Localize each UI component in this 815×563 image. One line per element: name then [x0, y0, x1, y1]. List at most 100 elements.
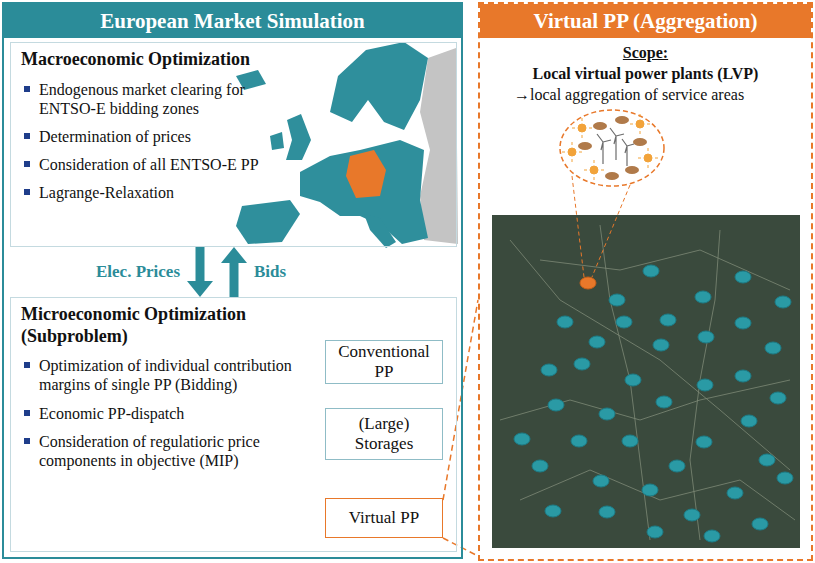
- service-area-dot: [643, 265, 659, 277]
- sun-icon: [578, 124, 586, 132]
- sun-icon: [590, 166, 598, 174]
- map-uk: [286, 114, 311, 160]
- service-area-dots: [514, 265, 793, 542]
- service-area-dot: [599, 408, 615, 420]
- map-iberia: [236, 200, 300, 244]
- bullet-item: Consideration of regulatioric price comp…: [21, 432, 319, 470]
- service-area-ellipse: [560, 110, 664, 186]
- road-line: [500, 380, 790, 420]
- service-area-dot: [571, 435, 587, 447]
- service-area-dot: [770, 392, 786, 404]
- map-scandinavia: [330, 42, 428, 130]
- service-area-dot: [741, 415, 757, 427]
- zoom-connector: [443, 300, 478, 500]
- sun-icon: [644, 154, 652, 162]
- europe-map: [236, 42, 458, 248]
- service-area-dot: [698, 331, 714, 343]
- wind-turbines: [597, 128, 634, 166]
- biogas-icon: [615, 116, 629, 124]
- bullet-item: Economic PP-dispatch: [21, 404, 319, 423]
- service-area-dot: [656, 396, 672, 408]
- zoom-leader-line: [572, 176, 630, 277]
- biogas-icon: [625, 166, 639, 174]
- box-label: (Large) Storages: [334, 414, 434, 453]
- scope-description: →local aggregation of service areas: [480, 86, 811, 104]
- storage-box: (Large) Storages: [325, 408, 443, 460]
- wind-turbine: [610, 128, 624, 160]
- service-area-dot: [777, 472, 793, 484]
- service-area-dot: [735, 317, 751, 329]
- sun-icons: [562, 114, 658, 180]
- wind-turbine: [597, 134, 611, 164]
- service-area-dot: [765, 342, 781, 354]
- bullet-item: Consideration of all ENTSO-E PP: [21, 155, 269, 174]
- map-mainland: [300, 140, 428, 244]
- map-ireland: [270, 132, 284, 150]
- sun-icon: [568, 148, 576, 156]
- service-area-dot: [704, 530, 720, 542]
- biogas-icon: [578, 142, 592, 150]
- service-area-dot: [599, 506, 615, 518]
- micro-box: Microeconomic Optimization (Subproblem)O…: [10, 297, 457, 552]
- biogas-icons: [578, 116, 647, 180]
- service-area-dot: [625, 374, 641, 386]
- service-area-dot: [697, 379, 713, 391]
- aggregation-panel: Virtual PP (Aggregation)Scope:Local virt…: [478, 2, 813, 561]
- biogas-icon: [633, 138, 647, 146]
- panel-heading: European Market Simulation: [4, 4, 461, 38]
- service-area-dot: [684, 509, 700, 521]
- service-area-dot: [695, 291, 711, 303]
- service-area-dot: [735, 370, 751, 382]
- service-area-dot: [660, 314, 676, 326]
- bullet-item: Determination of prices: [21, 127, 269, 146]
- sun-rays: [562, 114, 658, 180]
- wind-turbine: [622, 139, 634, 166]
- panel-heading: Virtual PP (Aggregation): [480, 4, 811, 38]
- arrow-head: [221, 247, 247, 263]
- service-area-dot: [775, 296, 791, 308]
- macro-box: Macroeconomic OptimizationEndogenous mar…: [10, 42, 457, 247]
- biogas-icon: [593, 122, 607, 130]
- service-area-dot: [752, 518, 768, 530]
- edge-label: Bids: [252, 262, 288, 282]
- map-italy: [364, 214, 396, 248]
- aggregation-illustration: [443, 110, 800, 556]
- flow-arrow: [230, 263, 239, 297]
- service-area-dot: [653, 339, 669, 351]
- arrow-head: [187, 281, 213, 297]
- bullet-item: Lagrange-Relaxation: [21, 183, 269, 202]
- road-network: [500, 225, 795, 540]
- flow-arrow: [196, 247, 205, 281]
- service-area-dot: [669, 460, 685, 472]
- map-east: [420, 48, 458, 244]
- biogas-icon: [605, 172, 619, 180]
- service-area-dot: [642, 484, 658, 496]
- scope-label: Scope:: [480, 44, 811, 62]
- sun-icon: [636, 120, 644, 128]
- simulation-panel: European Market SimulationMacroeconomic …: [2, 2, 463, 559]
- selected-area-dot: [580, 277, 596, 289]
- service-area-dot: [545, 505, 561, 517]
- service-area-dot: [696, 436, 712, 448]
- box-heading: Macroeconomic Optimization: [21, 49, 291, 71]
- service-area-dot: [759, 454, 775, 466]
- service-area-dot: [541, 364, 557, 376]
- service-area-dot: [616, 316, 632, 328]
- service-area-dot: [727, 487, 743, 499]
- service-area-dot: [735, 271, 751, 283]
- service-area-dot: [593, 475, 609, 487]
- service-area-dot: [609, 294, 625, 306]
- service-area-dot: [532, 460, 548, 472]
- service-area-dot: [647, 526, 663, 538]
- box-heading: Microeconomic Optimization (Subproblem): [21, 304, 291, 347]
- box-label: Virtual PP: [349, 508, 419, 528]
- virtual-plant-box: Virtual PP: [325, 498, 443, 538]
- zoom-leader-line: [443, 538, 478, 556]
- service-area-dot: [548, 399, 564, 411]
- box-label: Conventional PP: [334, 342, 434, 381]
- service-area-dot: [574, 358, 590, 370]
- plant-box: Conventional PP: [325, 340, 443, 384]
- service-area-dot: [514, 433, 530, 445]
- road-line: [540, 250, 790, 290]
- service-area-dot: [557, 316, 573, 328]
